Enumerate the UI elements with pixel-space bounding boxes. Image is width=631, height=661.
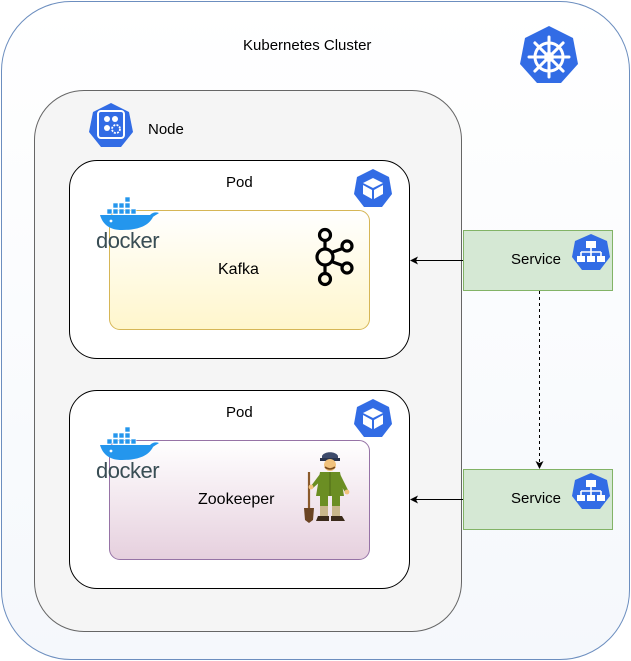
docker-wordmark: docker: [96, 458, 160, 483]
kubernetes-pod-icon: [354, 169, 392, 207]
cluster-label: Kubernetes Cluster: [243, 37, 372, 54]
kubernetes-service-icon: [572, 234, 610, 270]
pod-label: Pod: [226, 404, 253, 421]
docker-whale-icon: [100, 426, 159, 460]
kubernetes-pod-icon: [354, 399, 392, 437]
zookeeper-mascot-icon: [304, 452, 350, 523]
kafka-icon: [315, 227, 354, 287]
service-label: Service: [511, 490, 562, 507]
docker-whale-icon: [100, 196, 159, 230]
zookeeper-label: Zookeeper: [198, 491, 275, 508]
node-label: Node: [148, 121, 184, 138]
docker-wordmark: docker: [96, 228, 160, 253]
kafka-label: Kafka: [218, 261, 259, 278]
service-label: Service: [511, 251, 562, 268]
pod-label: Pod: [226, 174, 253, 191]
kubernetes-service-icon: [572, 473, 610, 509]
kubernetes-helm-icon: [520, 26, 578, 83]
kubernetes-node-icon: [89, 103, 133, 147]
